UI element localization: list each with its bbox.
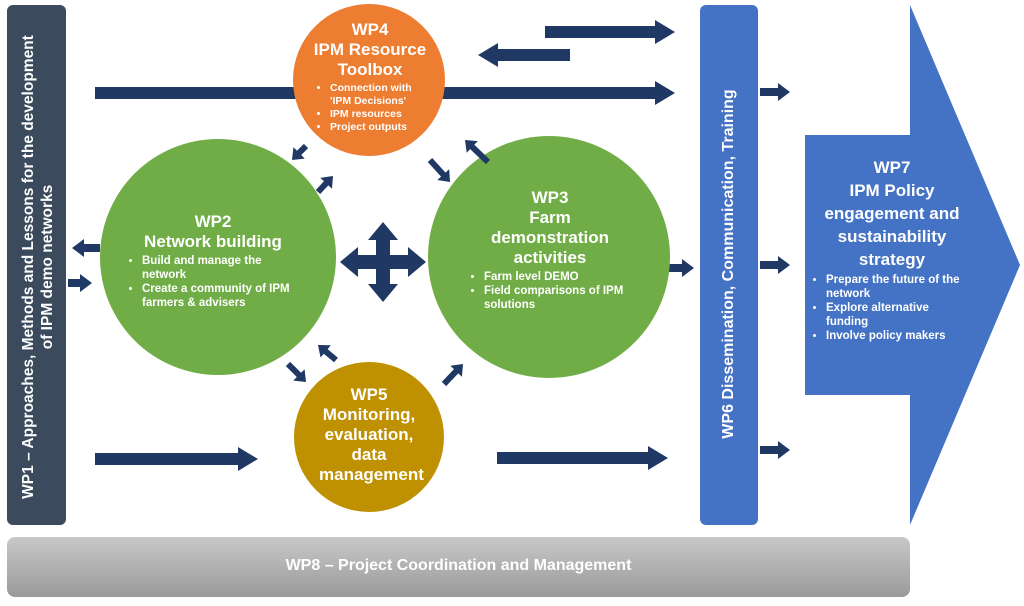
wp4-circle (293, 4, 445, 156)
wp8-label: WP8 – Project Coordination and Managemen… (285, 557, 632, 574)
wp3-bullet: Field comparisons of IPM solutions (484, 284, 630, 312)
wp3-circle (428, 136, 670, 378)
wp4-title: IPM Resource Toolbox (313, 40, 427, 79)
wp7-bullet: Involve policy makers (826, 329, 972, 343)
wp4-bullet: Project outputs (330, 121, 430, 134)
wp4-text: WP4 IPM Resource Toolbox Connection with… (310, 20, 430, 134)
flow-arrow (292, 143, 309, 160)
flow-arrow (760, 256, 790, 274)
flow-arrow (68, 274, 92, 292)
flow-arrow (95, 447, 258, 471)
wp5-text: WP5 Monitoring, evaluation, data managem… (319, 385, 424, 485)
wp7-code: WP7 (873, 158, 911, 177)
wp5-code: WP5 (350, 385, 388, 404)
wp6-bar (700, 5, 758, 525)
flow-arrow (760, 83, 790, 101)
wp3-code: WP3 (531, 188, 569, 207)
wp7-title: IPM Policy engagement and sustainability… (824, 181, 960, 269)
wp2-code: WP2 (194, 212, 232, 231)
wp6-label: WP6 Dissemination, Communication, Traini… (720, 89, 737, 439)
wp4-code: WP4 (351, 20, 389, 39)
wp7-text: WP7 IPM Policy engagement and sustainabi… (812, 156, 972, 343)
wp4-bullet: Connection with 'IPM Decisions' (330, 82, 430, 108)
flow-arrow (427, 157, 450, 182)
wp8-bar (7, 537, 910, 597)
flow-arrow (368, 262, 398, 302)
wp7-arrow (805, 5, 1020, 525)
flow-arrow (318, 345, 338, 363)
wp4-bullet: IPM resources (330, 108, 430, 121)
wp3-text: WP3 Farm demonstration activities Farm l… (470, 188, 630, 312)
wp3-title: Farm demonstration activities (490, 208, 610, 267)
flow-arrow (497, 446, 668, 470)
wp2-title: Network building (144, 232, 282, 251)
wp7-bullet: Explore alternative funding (826, 301, 972, 329)
wp1-label: WP1 – Approaches, Methods and Lessons fo… (19, 7, 57, 527)
flow-arrow (441, 364, 463, 387)
wp1-label-line2: of IPM demo networks (39, 184, 56, 350)
flow-arrow (72, 239, 100, 257)
flow-arrow (340, 247, 383, 277)
wp2-bullet: Build and manage the network (142, 254, 298, 282)
flow-arrow (368, 222, 398, 262)
flow-arrow (760, 441, 790, 459)
flow-arrow (285, 361, 306, 382)
wp7-bullet: Prepare the future of the network (826, 273, 972, 301)
wp1-label-line1: WP1 – Approaches, Methods and Lessons fo… (20, 35, 37, 499)
flow-arrow (465, 140, 491, 165)
wp2-circle (100, 139, 336, 375)
flow-arrow (478, 43, 570, 67)
wp2-bullet: Create a community of IPM farmers & advi… (142, 282, 298, 310)
wp5-title: Monitoring, evaluation, data management (319, 405, 424, 484)
wp5-circle (294, 362, 444, 512)
flow-arrow (315, 176, 333, 195)
wp2-text: WP2 Network building Build and manage th… (128, 212, 298, 310)
wp1-bar (7, 5, 66, 525)
flow-arrow (383, 247, 426, 277)
wp3-bullet: Farm level DEMO (484, 270, 630, 284)
flow-arrow (545, 20, 675, 44)
flow-arrow (668, 259, 694, 277)
